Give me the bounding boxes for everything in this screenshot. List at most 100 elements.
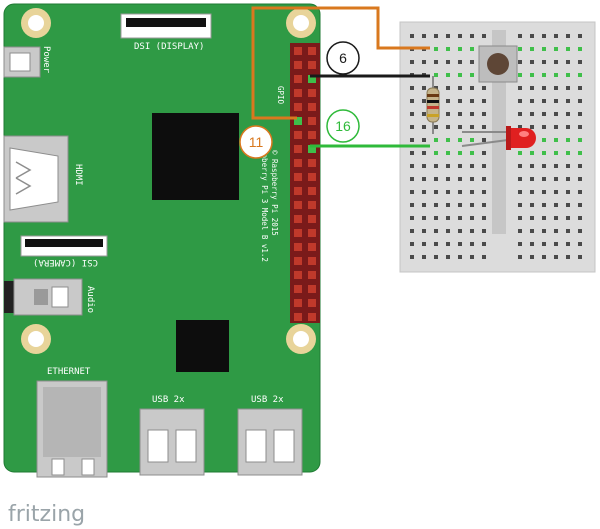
- breadboard-hole: [566, 216, 570, 220]
- breadboard-hole: [542, 47, 546, 51]
- breadboard-hole: [482, 151, 486, 155]
- breadboard-hole: [422, 164, 426, 168]
- breadboard-hole: [470, 242, 474, 246]
- gpio-pin: [308, 229, 316, 237]
- breadboard-hole: [554, 164, 558, 168]
- breadboard-hole: [458, 164, 462, 168]
- breadboard-hole: [518, 99, 522, 103]
- breadboard-hole: [542, 73, 546, 77]
- breadboard-hole: [410, 255, 414, 259]
- breadboard-hole: [458, 47, 462, 51]
- power-label: Power: [41, 46, 51, 74]
- pin-callout-6-label: 6: [339, 50, 347, 66]
- breadboard-hole: [470, 99, 474, 103]
- breadboard-hole: [482, 99, 486, 103]
- gpio-pin: [308, 61, 316, 69]
- breadboard-hole: [470, 229, 474, 233]
- breadboard-hole: [470, 164, 474, 168]
- breadboard-hole: [482, 229, 486, 233]
- usb-ethernet-chip: [176, 320, 229, 372]
- breadboard-hole: [422, 99, 426, 103]
- gpio-pin: [294, 103, 302, 111]
- mounting-hole: [21, 324, 51, 354]
- breadboard-hole: [410, 99, 414, 103]
- breadboard-hole: [530, 99, 534, 103]
- breadboard-hole: [542, 242, 546, 246]
- breadboard-hole: [554, 125, 558, 129]
- breadboard-hole: [554, 99, 558, 103]
- gpio-pin: [308, 117, 316, 125]
- breadboard-hole: [554, 216, 558, 220]
- breadboard-hole: [410, 86, 414, 90]
- breadboard-hole: [566, 164, 570, 168]
- breadboard-hole: [578, 190, 582, 194]
- breadboard-hole: [554, 112, 558, 116]
- gpio-pin: [308, 89, 316, 97]
- breadboard-hole: [518, 190, 522, 194]
- breadboard-hole: [530, 73, 534, 77]
- breadboard-hole: [458, 216, 462, 220]
- usb2-label: USB 2x: [251, 395, 284, 405]
- breadboard-hole: [470, 190, 474, 194]
- pin-callout-11: 11: [239, 125, 273, 159]
- gpio-pin: [294, 173, 302, 181]
- breadboard-hole: [446, 190, 450, 194]
- breadboard-hole: [530, 164, 534, 168]
- breadboard-hole: [578, 60, 582, 64]
- breadboard-hole: [470, 138, 474, 142]
- breadboard-hole: [458, 112, 462, 116]
- ethernet-label: ETHERNET: [47, 367, 91, 377]
- breadboard-hole: [542, 151, 546, 155]
- breadboard-hole: [458, 151, 462, 155]
- breadboard-hole: [458, 255, 462, 259]
- breadboard-hole: [470, 73, 474, 77]
- pin-callout-11-label: 11: [249, 134, 264, 150]
- breadboard-hole: [458, 99, 462, 103]
- gpio-pin: [294, 215, 302, 223]
- breadboard-hole: [458, 125, 462, 129]
- breadboard-hole: [470, 203, 474, 207]
- breadboard-hole: [542, 125, 546, 129]
- breadboard-hole: [482, 125, 486, 129]
- breadboard-hole: [446, 229, 450, 233]
- pin-callout-16-label: 16: [335, 118, 351, 134]
- breadboard-hole: [566, 177, 570, 181]
- breadboard-hole: [554, 177, 558, 181]
- gpio-pin: [308, 257, 316, 265]
- breadboard-hole: [470, 60, 474, 64]
- usb1-label: USB 2x: [152, 395, 185, 405]
- breadboard-hole: [578, 242, 582, 246]
- breadboard-hole: [566, 86, 570, 90]
- breadboard-hole: [446, 125, 450, 129]
- raspberry-pi-board: Power DSI (DISPLAY) HDMI CSI (CAMERA): [3, 3, 321, 478]
- breadboard-hole: [446, 138, 450, 142]
- breadboard-hole: [542, 99, 546, 103]
- breadboard-hole: [554, 229, 558, 233]
- breadboard-hole: [578, 255, 582, 259]
- breadboard-hole: [530, 34, 534, 38]
- resistor: [426, 76, 440, 134]
- breadboard-hole: [542, 60, 546, 64]
- breadboard-hole: [566, 151, 570, 155]
- ethernet-port: [36, 380, 108, 478]
- breadboard-hole: [446, 177, 450, 181]
- breadboard-hole: [422, 255, 426, 259]
- breadboard-hole: [482, 34, 486, 38]
- breadboard-hole: [566, 34, 570, 38]
- breadboard-hole: [566, 112, 570, 116]
- breadboard-hole: [518, 216, 522, 220]
- gpio-pin: [308, 271, 316, 279]
- gpio-pin: [294, 257, 302, 265]
- breadboard-hole: [410, 164, 414, 168]
- breadboard-hole: [530, 151, 534, 155]
- breadboard-hole: [446, 112, 450, 116]
- breadboard-hole: [566, 47, 570, 51]
- breadboard-hole: [410, 34, 414, 38]
- breadboard-hole: [470, 86, 474, 90]
- gpio-pin: [294, 145, 302, 153]
- breadboard-hole: [578, 125, 582, 129]
- gpio-header: [290, 43, 320, 323]
- breadboard-hole: [458, 229, 462, 233]
- breadboard-hole: [482, 216, 486, 220]
- breadboard-hole: [434, 138, 438, 142]
